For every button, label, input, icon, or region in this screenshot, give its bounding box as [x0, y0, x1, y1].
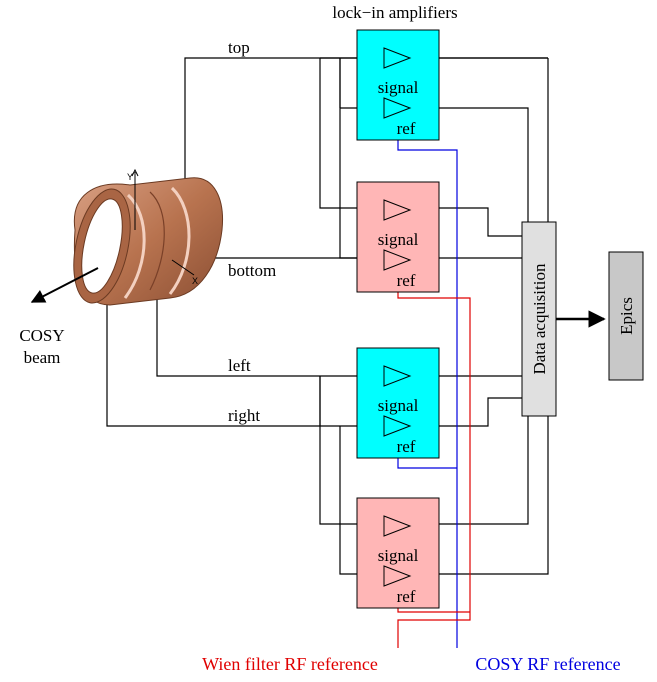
amplifier-box — [356, 497, 440, 609]
signal-wiring — [106, 57, 549, 575]
y-axis-label: Y — [127, 172, 133, 182]
epics-box: Epics — [608, 251, 644, 381]
channel-label-left: left — [228, 356, 251, 375]
cosy-reference-label: COSY RF reference — [475, 654, 620, 674]
ref-buffer-icon — [383, 97, 412, 119]
lock-in-title: lock−in amplifiers — [332, 3, 457, 22]
amplifier-box — [356, 347, 440, 459]
copper-coil: Y X — [73, 168, 224, 306]
lock-in-amplifier-2: signal ref — [356, 181, 440, 293]
signal-buffer-icon — [383, 199, 412, 221]
beam-arrow — [30, 267, 99, 303]
channel-label-bottom: bottom — [228, 261, 276, 280]
beam-label-line2: beam — [24, 348, 61, 367]
amplifier-signal-label: signal — [378, 230, 419, 249]
data-acquisition-label: Data acquisition — [530, 263, 549, 374]
epics-label: Epics — [617, 297, 636, 335]
amplifier-ref-label: ref — [397, 119, 416, 138]
cosy-reference-wiring — [397, 138, 458, 648]
ref-buffer-icon — [383, 249, 412, 271]
lock-in-amplifier-3: signal ref — [356, 347, 440, 459]
signal-buffer-icon — [383, 365, 412, 387]
ref-buffer-icon — [383, 565, 412, 587]
channel-label-top: top — [228, 38, 250, 57]
amplifier-box — [356, 181, 440, 293]
x-axis-label: X — [192, 276, 198, 286]
amplifier-signal-label: signal — [378, 396, 419, 415]
data-acquisition-box: Data acquisition — [521, 221, 557, 417]
amplifier-ref-label: ref — [397, 587, 416, 606]
amplifier-ref-label: ref — [397, 271, 416, 290]
beam-label-line1: COSY — [19, 326, 64, 345]
signal-buffer-icon — [383, 515, 412, 537]
amplifier-signal-label: signal — [378, 78, 419, 97]
ref-buffer-icon — [383, 415, 412, 437]
wien-reference-label: Wien filter RF reference — [202, 654, 378, 674]
amplifier-signal-label: signal — [378, 546, 419, 565]
signal-buffer-icon — [383, 47, 412, 69]
amplifier-ref-label: ref — [397, 437, 416, 456]
lock-in-amplifier-1: signal ref — [356, 29, 440, 141]
amplifier-box — [356, 29, 440, 141]
channel-label-right: right — [228, 406, 260, 425]
lock-in-amplifier-4: signal ref — [356, 497, 440, 609]
